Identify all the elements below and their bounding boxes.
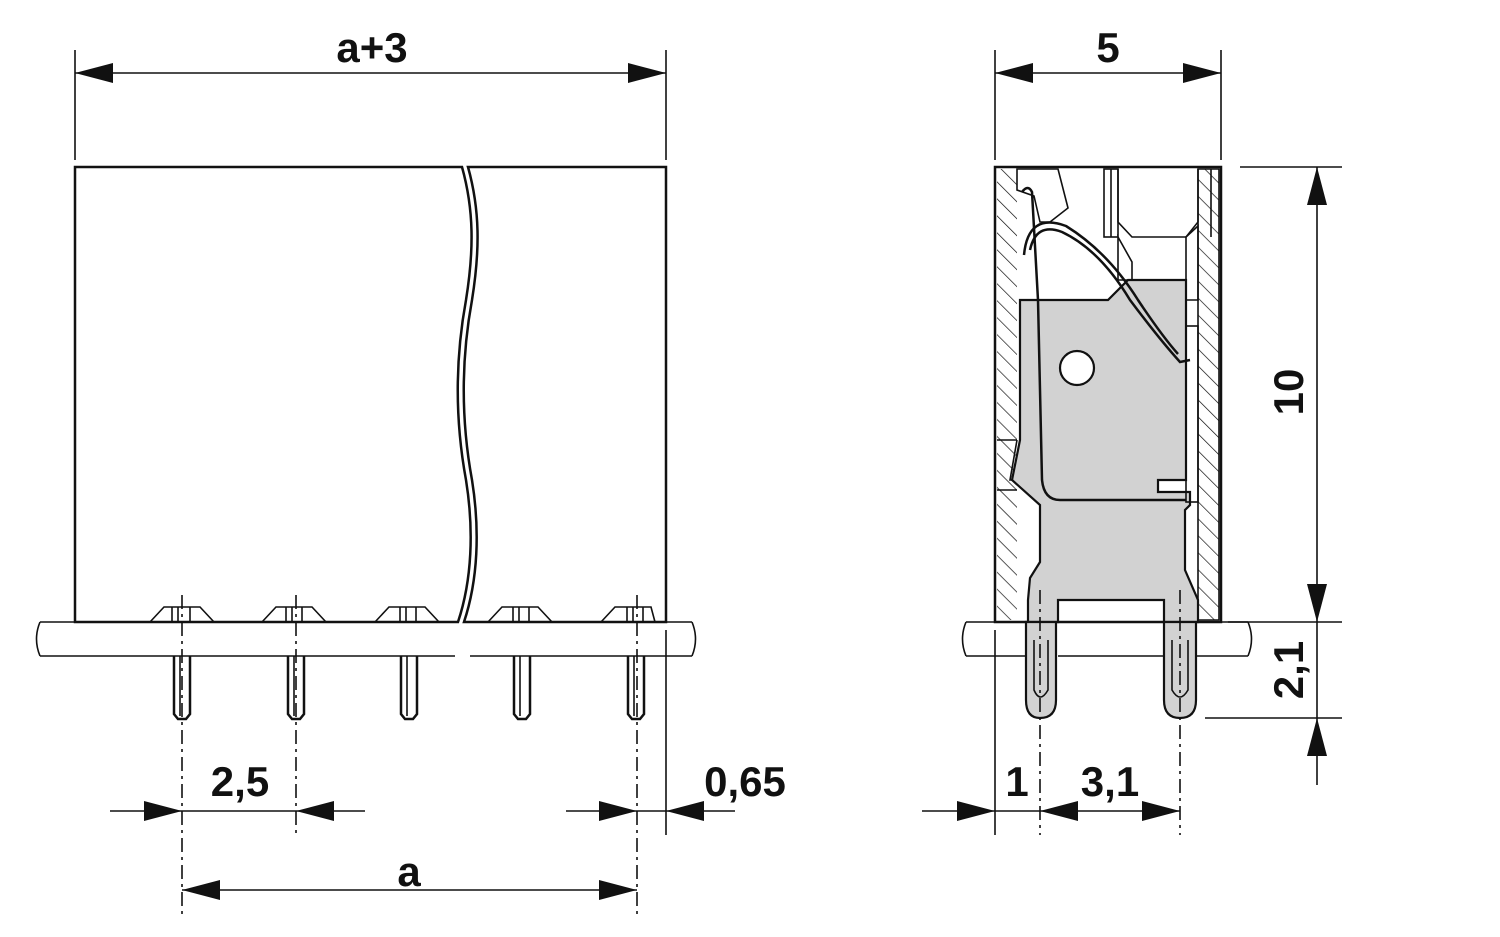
label-pin-length: 2,1	[1265, 641, 1312, 699]
label-pin-spacing: 3,1	[1081, 758, 1139, 805]
extension-lines-front	[74, 50, 667, 835]
front-view: a+3 2,5 0,65 a	[35, 24, 786, 915]
pcb-board-front	[35, 621, 697, 657]
dimension-pin-spacing: 3,1	[1081, 758, 1139, 805]
pin-centerlines-front	[181, 595, 638, 915]
pcb-board-side	[961, 621, 1253, 657]
label-pitch: 2,5	[211, 758, 269, 805]
housing-body-front	[73, 165, 668, 624]
label-pin-offset: 1	[1005, 758, 1028, 805]
label-pin-span: a	[397, 848, 421, 895]
label-depth: 5	[1096, 24, 1119, 71]
dimension-edge-offset: 0,65	[566, 758, 786, 821]
dimension-overall-width: a+3	[75, 24, 666, 83]
pin-centerlines-side	[1039, 590, 1181, 835]
solder-pins-front	[172, 656, 646, 721]
dimension-pin-span: a	[182, 848, 637, 900]
pin-collars	[149, 606, 656, 623]
extension-lines-side	[994, 50, 1342, 835]
label-edge-offset: 0,65	[704, 758, 786, 805]
label-overall-width: a+3	[336, 24, 407, 71]
dimension-pin-length: 2,1	[1265, 622, 1327, 785]
side-view: 5 10 2,1 1 3,1	[922, 24, 1342, 835]
contact-metal-part	[1010, 186, 1200, 624]
solder-pins-side	[1024, 620, 1198, 720]
dimension-pitch: 2,5	[110, 758, 365, 821]
dimension-depth: 5	[995, 24, 1221, 83]
dimension-pin-offset: 1	[922, 758, 1180, 821]
label-height: 10	[1265, 369, 1312, 416]
dimension-height: 10	[1265, 167, 1327, 622]
